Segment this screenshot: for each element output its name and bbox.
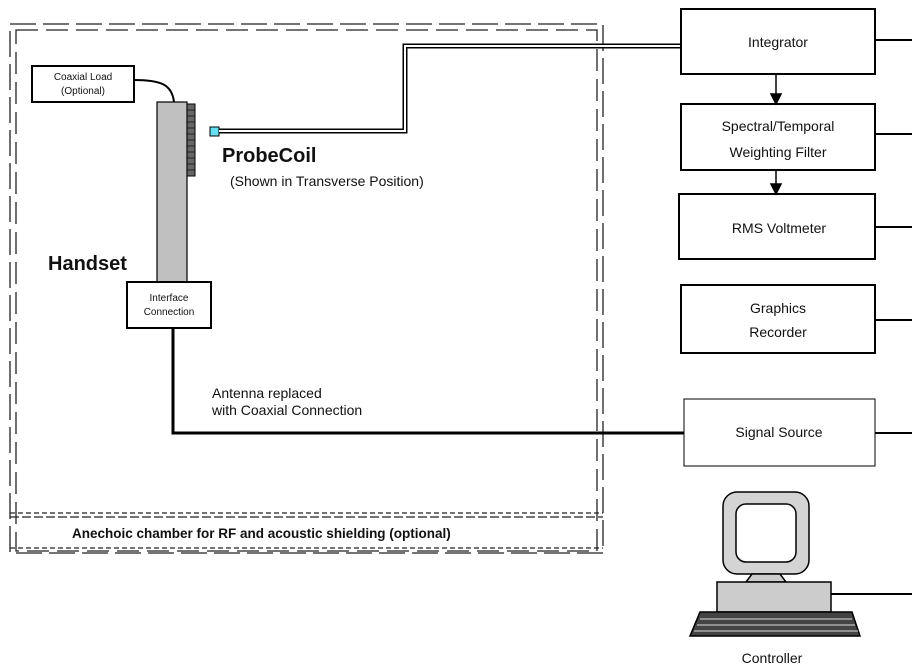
integrator-box: Integrator: [680, 8, 876, 75]
connection-label: Connection: [144, 307, 195, 318]
filter-label-line2: Weighting Filter: [729, 144, 826, 160]
control-bus-lines: [831, 39, 912, 595]
recorder-label-line2: Recorder: [749, 324, 807, 340]
handset-label: Handset: [48, 253, 127, 275]
recorder-label-line1: Graphics: [750, 300, 806, 316]
probe-coil-tip: [209, 126, 220, 137]
rms-voltmeter-label: RMS Voltmeter: [732, 220, 826, 236]
coaxial-load-label: Coaxial Load: [54, 72, 112, 83]
coaxial-load-box: Coaxial Load (Optional): [31, 65, 135, 103]
controller-label: Controller: [742, 650, 803, 666]
coaxial-load-cable: [133, 79, 175, 103]
coaxial-load-optional-label: (Optional): [61, 86, 105, 97]
filter-label-line1: Spectral/Temporal: [722, 118, 835, 134]
handset-earpiece-ticks: [187, 109, 195, 171]
signal-source-box: Signal Source: [683, 398, 876, 467]
interface-connection-box: Interface Connection: [126, 281, 212, 329]
graphics-recorder-box: Graphics Recorder: [680, 284, 876, 354]
probe-cable-inner: [219, 45, 680, 132]
anechoic-chamber: [9, 23, 604, 554]
probe-position-note: (Shown in Transverse Position): [230, 173, 424, 189]
chamber-caption: Anechoic chamber for RF and acoustic shi…: [72, 526, 451, 541]
flow-arrows: [769, 74, 783, 196]
rms-voltmeter-box: RMS Voltmeter: [678, 193, 876, 260]
controller-computer-icon: [688, 491, 862, 637]
coaxial-signal-cable: [171, 328, 684, 435]
antenna-note-line1: Antenna replaced: [212, 385, 322, 401]
handset-body: [156, 101, 188, 283]
integrator-label: Integrator: [748, 34, 808, 50]
probe-cable: [219, 43, 680, 134]
antenna-note-line2: with Coaxial Connection: [211, 402, 362, 418]
weighting-filter-box: Spectral/Temporal Weighting Filter: [680, 103, 876, 171]
probe-coil-label: ProbeCoil: [222, 145, 316, 167]
signal-source-label: Signal Source: [735, 424, 822, 440]
interface-label: Interface: [150, 293, 189, 304]
